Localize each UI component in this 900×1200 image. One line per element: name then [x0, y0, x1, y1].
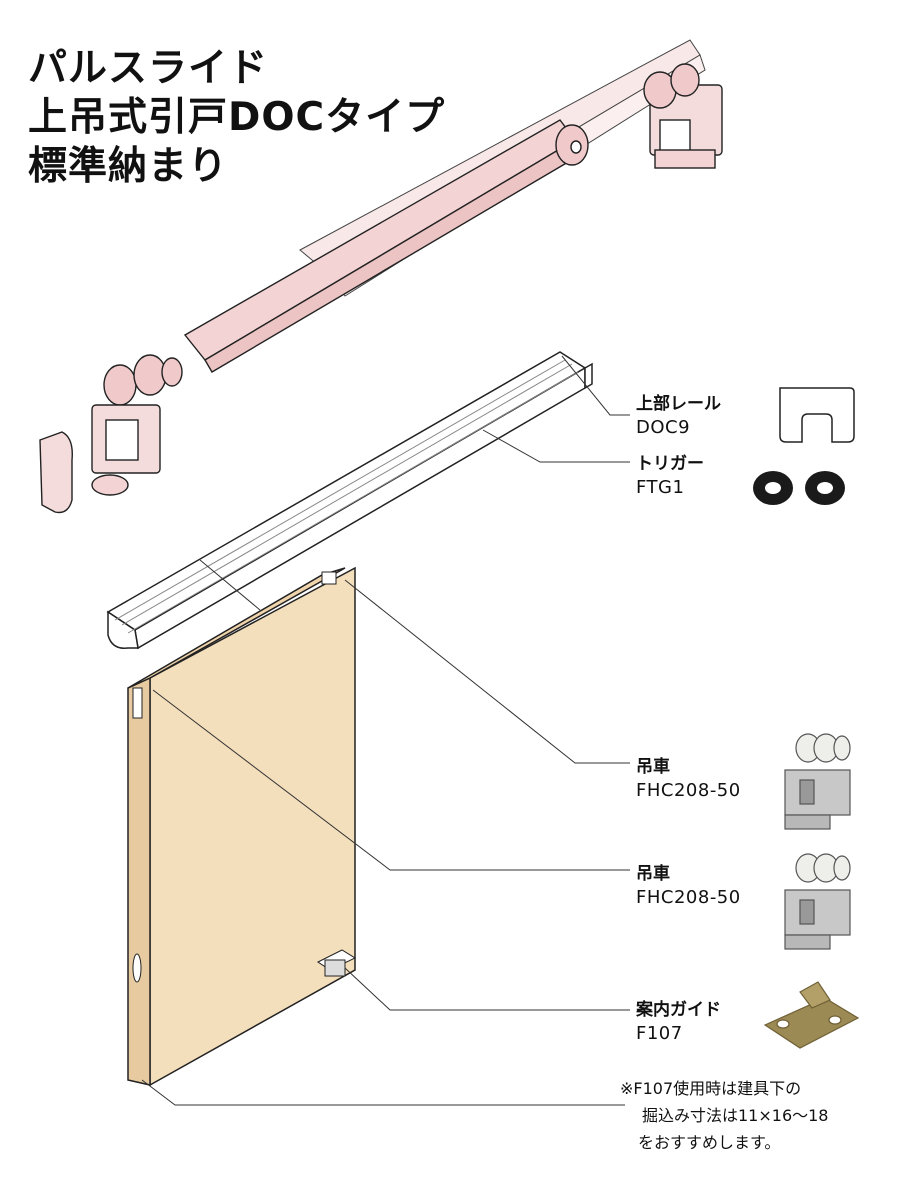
top-rail: [106, 351, 593, 650]
part-name: 吊車: [636, 864, 670, 884]
trigger-icon: [753, 471, 845, 505]
part-name: 上部レール: [636, 394, 721, 414]
part-label-trigger: トリガー FTG1: [636, 452, 704, 500]
hanger-wheel-icon-2: [784, 853, 851, 950]
note-line-1: ※F107使用時は建具下の: [620, 1079, 802, 1098]
part-code: F107: [636, 1023, 683, 1044]
leader-hanger-1: [344, 579, 630, 764]
soft-closer-mechanism: [39, 39, 723, 514]
note-line-2: 掘込み寸法は11×16〜18: [642, 1106, 829, 1125]
leader-trigger: [482, 429, 630, 463]
part-label-guide: 案内ガイド F107: [636, 998, 721, 1046]
page-title: パルスライド 上吊式引戸DOCタイプ 標準納まり: [28, 44, 445, 191]
note-line-3: をおすすめします。: [638, 1133, 781, 1152]
title-line-3: 標準納まり: [28, 144, 229, 189]
part-label-rail: 上部レール DOC9: [636, 392, 721, 440]
installation-note: ※F107使用時は建具下の 掘込み寸法は11×16〜18 をおすすめします。: [620, 1075, 829, 1156]
rail-profile-icon: [779, 387, 855, 443]
part-label-hanger-1: 吊車 FHC208-50: [636, 755, 741, 803]
title-line-1: パルスライド: [28, 46, 269, 91]
leader-bottom: [141, 1079, 625, 1106]
left-trolley: [91, 354, 183, 496]
guide-icon: [763, 981, 860, 1049]
leader-trigger-2: [199, 559, 261, 611]
part-name: 案内ガイド: [636, 1000, 721, 1020]
part-code: FHC208-50: [636, 780, 741, 801]
leader-guide: [344, 967, 630, 1011]
part-name: 吊車: [636, 757, 670, 777]
part-code: FTG1: [636, 477, 685, 498]
part-name: トリガー: [636, 454, 704, 474]
leader-lines: [141, 355, 630, 1106]
title-line-2: 上吊式引戸DOCタイプ: [28, 95, 446, 140]
part-code: FHC208-50: [636, 887, 741, 908]
leader-hanger-2: [152, 689, 630, 871]
end-cap: [39, 431, 73, 514]
part-label-hanger-2: 吊車 FHC208-50: [636, 862, 741, 910]
part-code: DOC9: [636, 417, 691, 438]
hanger-wheel-icon-1: [784, 733, 851, 830]
right-trolley: [643, 63, 723, 169]
leader-rail: [561, 355, 630, 416]
door-panel: [127, 566, 357, 1087]
